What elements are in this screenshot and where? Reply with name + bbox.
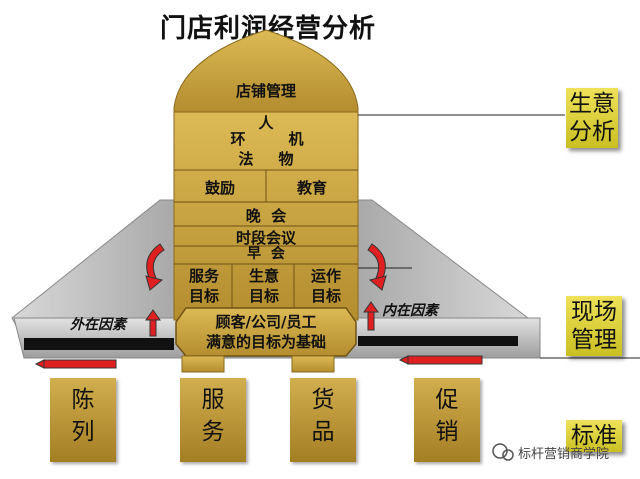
side-box-standard: 标准 [566, 420, 622, 452]
label-morning-meeting: 早 会 [247, 246, 285, 262]
building-dome [173, 29, 359, 113]
goal-service-line1: 服务 [188, 267, 219, 285]
pillar-display-line2: 列 [71, 419, 95, 445]
label-material: 物 [278, 150, 294, 168]
goal-operation: 运作 目标 [296, 266, 356, 306]
label-education: 教育 [296, 179, 327, 197]
goal-service-line2: 目标 [188, 287, 219, 305]
pillar-promotion-line2: 销 [435, 419, 459, 445]
building-body [173, 111, 359, 321]
pillar-promotion: 促 销 [414, 378, 480, 462]
label-encourage: 鼓励 [204, 179, 235, 197]
side-analysis-line2: 分析 [569, 119, 615, 145]
foot-left [181, 355, 225, 373]
label-evening-meeting: 晚 会 [245, 207, 287, 225]
side-field-line1: 现场 [571, 299, 617, 325]
black-bar-right [358, 336, 518, 346]
base-line1: 顾客/公司/员工 [215, 313, 317, 331]
pillar-service: 服 务 [180, 378, 246, 462]
wechat-icon [492, 443, 514, 461]
internal-up-arrow [363, 301, 379, 331]
pillar-goods: 货 品 [290, 378, 356, 462]
foot-right [291, 355, 335, 373]
side-box-analysis: 生意 分析 [566, 88, 618, 148]
label-machine: 机 [288, 130, 304, 148]
base-label: 顾客/公司/员工 满意的目标为基础 [176, 312, 356, 352]
external-up-arrow [145, 309, 161, 337]
goal-business-line1: 生意 [248, 267, 279, 285]
left-cycle-arrow [145, 243, 165, 291]
goal-business: 生意 目标 [234, 266, 294, 306]
black-bar-left [24, 338, 174, 350]
external-factors-label: 外在因素 [70, 317, 126, 333]
goal-operation-line1: 运作 [310, 267, 341, 285]
goal-service: 服务 目标 [176, 266, 232, 306]
goal-business-line2: 目标 [248, 287, 279, 305]
label-period-meeting: 时段会议 [235, 229, 296, 247]
dome-label: 店铺管理 [235, 82, 296, 100]
pillar-display-line1: 陈 [71, 387, 95, 413]
right-cycle-arrow [367, 243, 387, 291]
side-box-field: 现场 管理 [566, 296, 622, 356]
base-line2: 满意的目标为基础 [205, 333, 326, 351]
side-field-line2: 管理 [571, 327, 617, 353]
tag-left-tip [34, 359, 45, 369]
pillar-display: 陈 列 [50, 378, 116, 462]
pillar-goods-line1: 货 [311, 387, 335, 413]
side-standard-line1: 标准 [571, 423, 617, 449]
pillar-service-line1: 服 [201, 387, 225, 413]
tag-left [43, 359, 117, 369]
pillar-promotion-line1: 促 [435, 387, 459, 413]
pillar-goods-line2: 品 [311, 419, 335, 445]
watermark-text: 标杆营销商学院 [518, 447, 610, 462]
side-analysis-line1: 生意 [569, 91, 615, 117]
internal-factors-label: 内在因素 [382, 303, 438, 319]
goal-operation-line2: 目标 [310, 287, 341, 305]
pillar-service-line2: 务 [201, 419, 225, 445]
tag-right-tip [398, 355, 409, 365]
tag-right [407, 355, 483, 365]
base-plate [175, 307, 357, 357]
label-method: 法 [238, 150, 254, 168]
label-people: 人 [258, 114, 274, 132]
label-env: 环 [230, 130, 246, 148]
